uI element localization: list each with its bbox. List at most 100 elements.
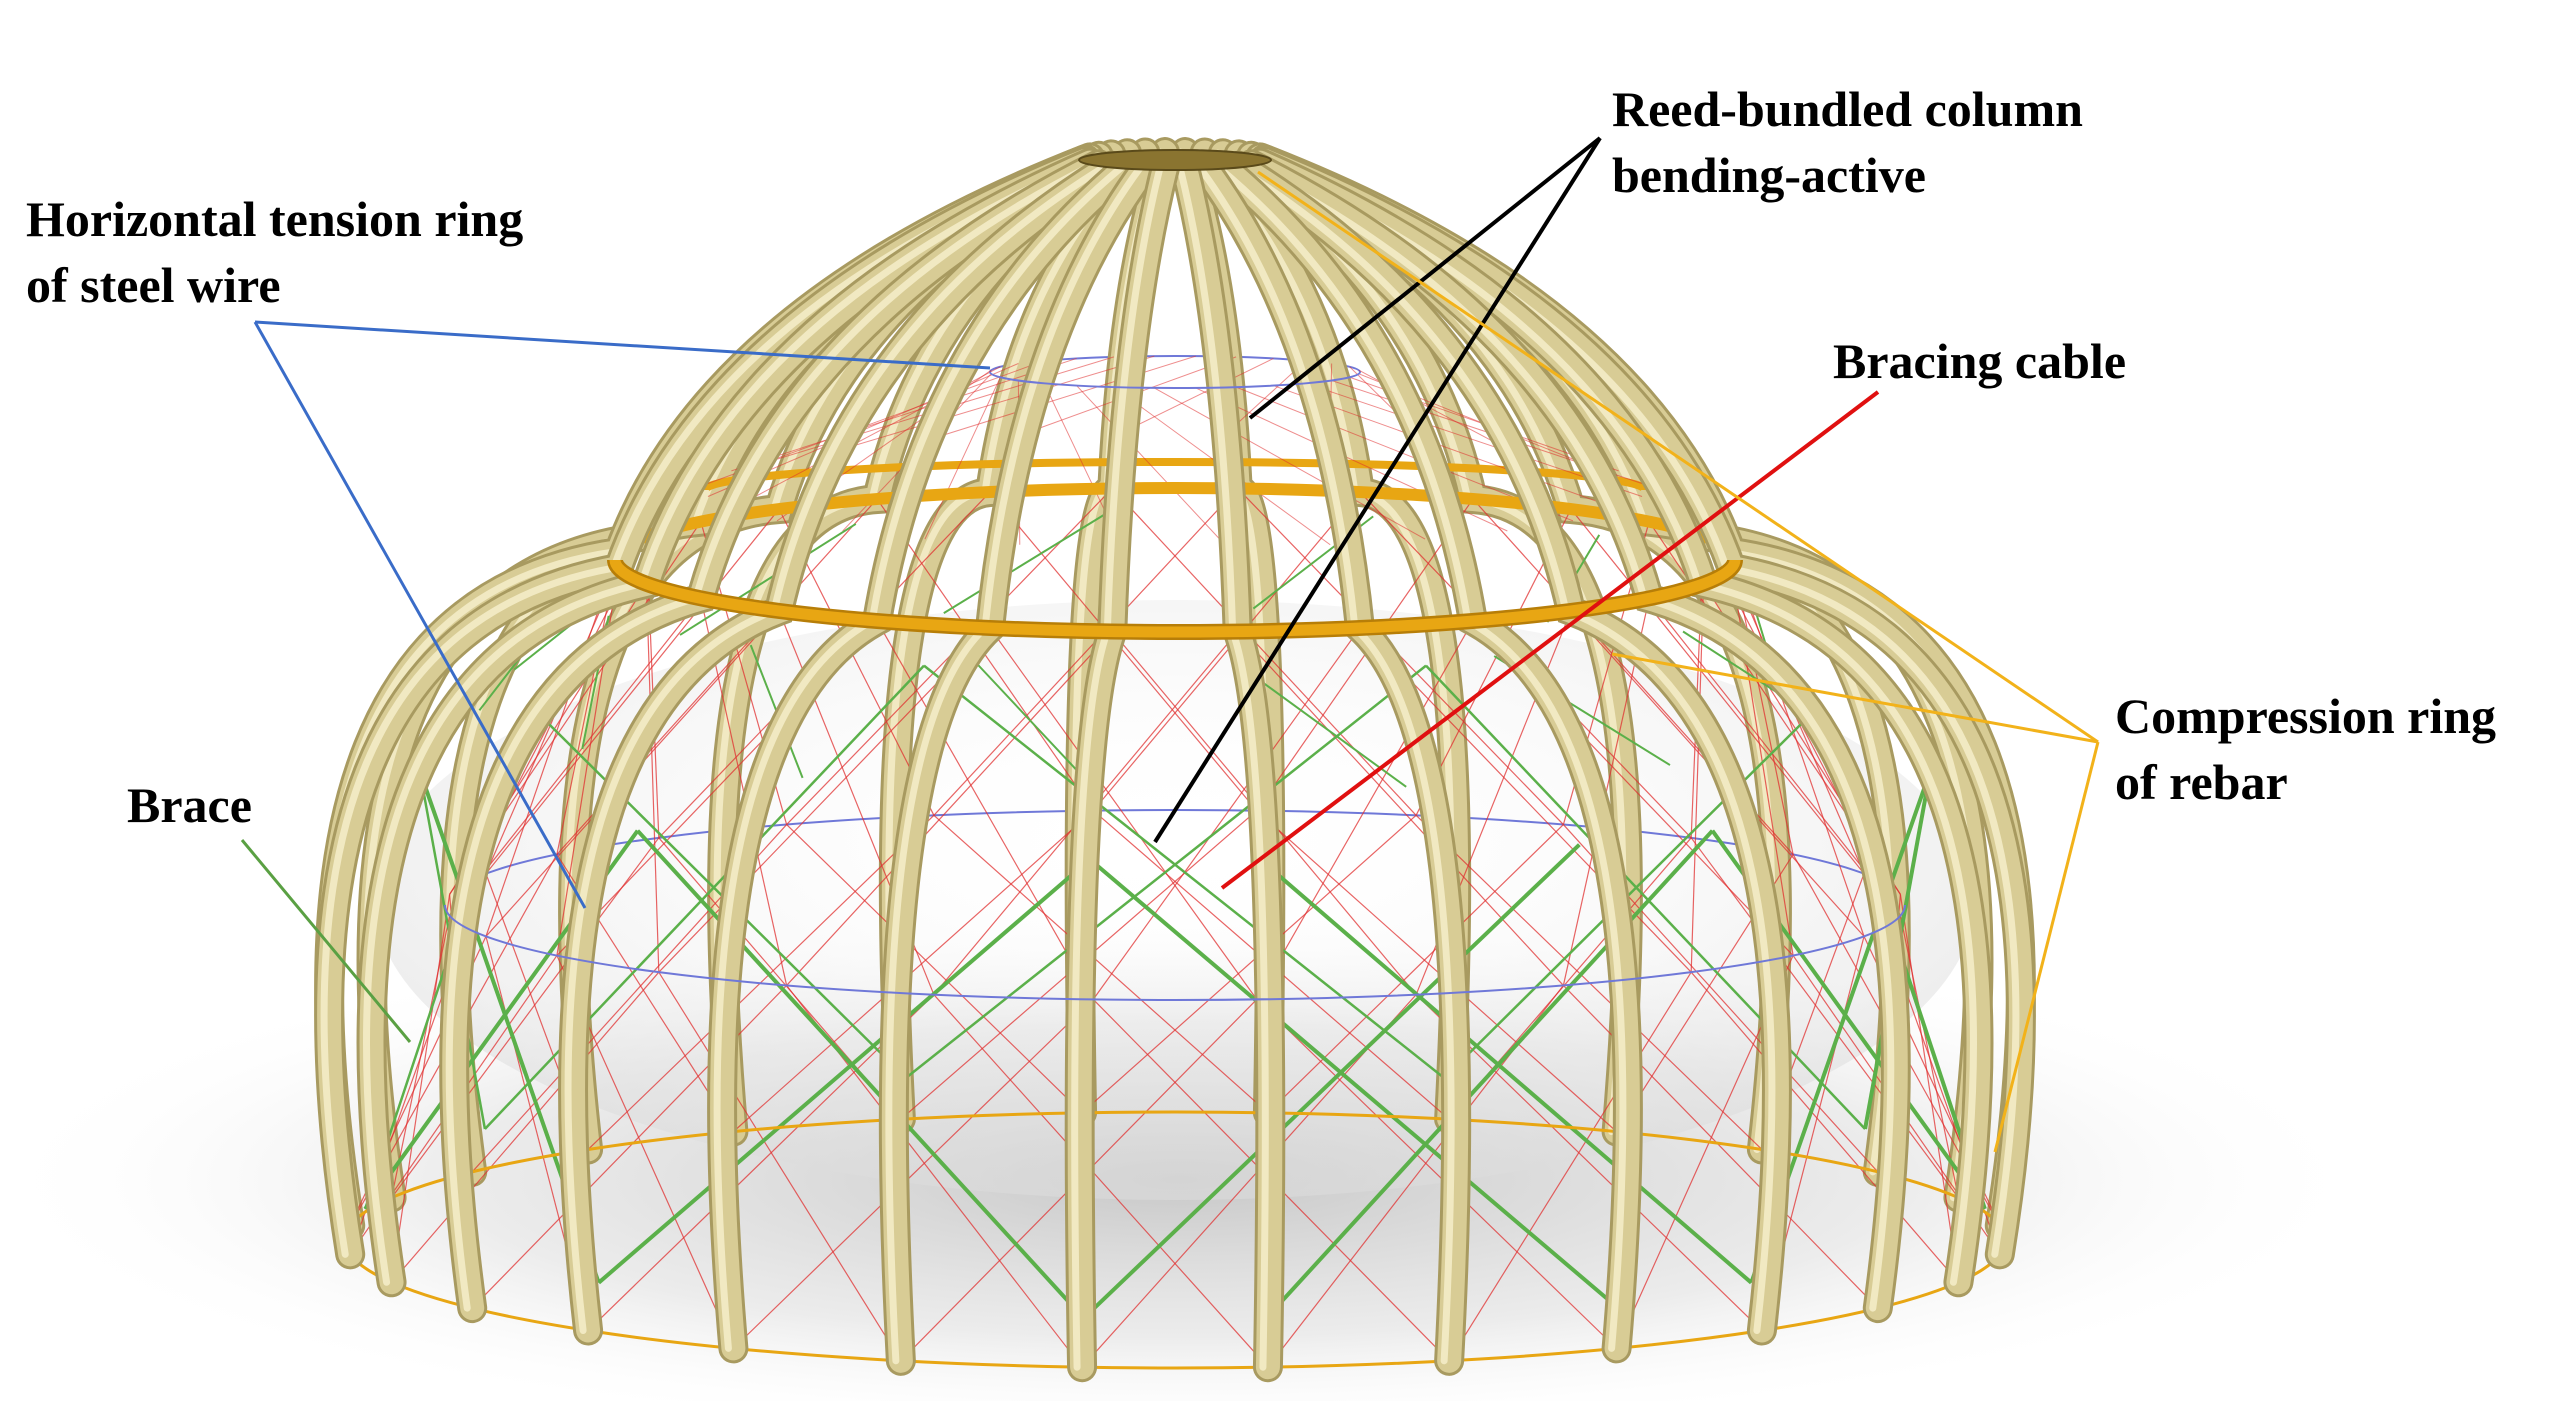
bracing-cable bbox=[732, 998, 1094, 1349]
label-bracing-cable: Bracing cable bbox=[1833, 328, 2126, 394]
label-compression-ring: Compression ring of rebar bbox=[2115, 683, 2496, 815]
tension-ring-lower-front bbox=[444, 904, 1906, 1001]
bracing-cable bbox=[1081, 814, 1417, 1114]
bracing-cable bbox=[391, 837, 660, 1199]
brace bbox=[1258, 857, 1753, 1285]
bracing-cable bbox=[391, 971, 660, 1283]
reed-column bbox=[356, 147, 1106, 1298]
reed-column bbox=[1236, 149, 1911, 1324]
bracing-cable bbox=[1730, 551, 1865, 937]
reed-column bbox=[878, 152, 1161, 1376]
brace bbox=[923, 664, 1445, 1079]
bracing-cable bbox=[485, 508, 780, 874]
reed-column bbox=[1207, 151, 1643, 1364]
bracing-cable bbox=[1899, 894, 1960, 1283]
leader-reed-column-lower bbox=[1153, 136, 1602, 844]
bracing-cable bbox=[1690, 971, 1959, 1283]
bracing-cable bbox=[485, 551, 620, 937]
bracing-cable bbox=[1648, 597, 1901, 917]
reed-column bbox=[558, 150, 1127, 1346]
leader-tension-ring-upper bbox=[254, 320, 991, 370]
reed-column bbox=[1189, 152, 1472, 1376]
tension-ring-upper-front bbox=[989, 371, 1361, 389]
bracing-cable bbox=[1570, 508, 1865, 874]
brace bbox=[1264, 829, 1714, 1320]
brace bbox=[530, 705, 907, 1079]
bracing-cable bbox=[1237, 631, 1564, 986]
dome-interior-shade bbox=[375, 600, 1975, 1200]
bracing-cable bbox=[1122, 358, 1274, 433]
bracing-cable bbox=[733, 810, 1094, 1133]
bracing-cable bbox=[933, 814, 1269, 1114]
bracing-cable bbox=[390, 894, 451, 1283]
label-brace: Brace bbox=[127, 772, 252, 838]
brace bbox=[484, 664, 925, 1130]
brace bbox=[597, 857, 1092, 1285]
brace bbox=[636, 829, 1086, 1320]
leader-brace bbox=[240, 839, 412, 1043]
bracing-cable bbox=[924, 355, 1196, 442]
bracing-cable bbox=[1092, 491, 1361, 811]
bracing-cable bbox=[933, 994, 1269, 1368]
bracing-cable bbox=[1092, 627, 1361, 1000]
bracing-cable bbox=[989, 491, 1258, 811]
bracing-cable bbox=[1267, 824, 1564, 1114]
label-reed-bundled-column: Reed-bundled column bending-active bbox=[1612, 76, 2083, 208]
reed-column bbox=[1244, 147, 1994, 1298]
reed-column bbox=[1064, 152, 1180, 1383]
bracing-cable bbox=[731, 357, 1077, 472]
bracing-cable bbox=[485, 567, 620, 874]
reed-column bbox=[439, 149, 1114, 1324]
label-line: Reed-bundled column bbox=[1612, 81, 2083, 137]
bracing-cable bbox=[1256, 810, 1617, 1133]
label-line: Horizontal tension ring bbox=[26, 191, 524, 247]
label-line: of rebar bbox=[2115, 754, 2288, 810]
bracing-cable bbox=[786, 631, 1113, 986]
label-line: Brace bbox=[127, 777, 252, 833]
bracing-cable bbox=[1256, 620, 1474, 1000]
bracing-cable bbox=[645, 583, 660, 973]
leader-compression-ring-upper bbox=[1257, 170, 2099, 744]
label-horizontal-tension-ring: Horizontal tension ring of steel wire bbox=[26, 186, 523, 318]
bracing-cable bbox=[1415, 994, 1763, 1331]
label-line: Compression ring bbox=[2115, 688, 2497, 744]
brace bbox=[905, 664, 1427, 1079]
compression-ring-front bbox=[609, 559, 1741, 638]
bracing-cable bbox=[1256, 998, 1618, 1349]
bracing-cable bbox=[1154, 387, 1426, 540]
bracing-cable bbox=[924, 377, 1001, 540]
bracing-cable bbox=[587, 994, 935, 1331]
bracing-cable bbox=[842, 355, 1155, 450]
bracing-cable bbox=[658, 971, 902, 1362]
label-line: of steel wire bbox=[26, 257, 281, 313]
label-line: Bracing cable bbox=[1833, 333, 2127, 389]
brace bbox=[1088, 857, 1610, 1302]
leader-bracing-cable bbox=[1220, 390, 1880, 890]
bracing-cable bbox=[449, 597, 702, 917]
brace bbox=[679, 523, 857, 636]
reed-column bbox=[707, 151, 1143, 1364]
bracing-cable bbox=[876, 620, 1094, 1000]
crown-ring bbox=[1078, 149, 1272, 171]
leader-reed-column-upper bbox=[1248, 136, 1602, 420]
bracing-cable bbox=[1690, 583, 1705, 973]
brace bbox=[1443, 705, 1820, 1079]
bracing-cable bbox=[1690, 837, 1959, 1199]
leader-compression-ring-mid bbox=[1611, 652, 2099, 744]
annotation-leader-lines bbox=[240, 136, 2100, 1153]
bracing-cable bbox=[1081, 994, 1417, 1368]
leader-tension-ring-lower bbox=[253, 321, 587, 909]
brace bbox=[943, 511, 1109, 615]
label-line: bending-active bbox=[1612, 147, 1926, 203]
bracing-cable bbox=[1076, 385, 1228, 548]
bracing-cable bbox=[1448, 971, 1692, 1362]
bracing-cable bbox=[786, 824, 1083, 1114]
bracing-cable bbox=[1730, 567, 1865, 874]
bracing-cable bbox=[989, 627, 1258, 1000]
reed-column bbox=[1170, 152, 1286, 1383]
leader-compression-ring-lower bbox=[1993, 741, 2100, 1153]
bracing-cable bbox=[1111, 488, 1417, 816]
brace bbox=[1082, 843, 1581, 1320]
dome-rings bbox=[444, 149, 1906, 1001]
